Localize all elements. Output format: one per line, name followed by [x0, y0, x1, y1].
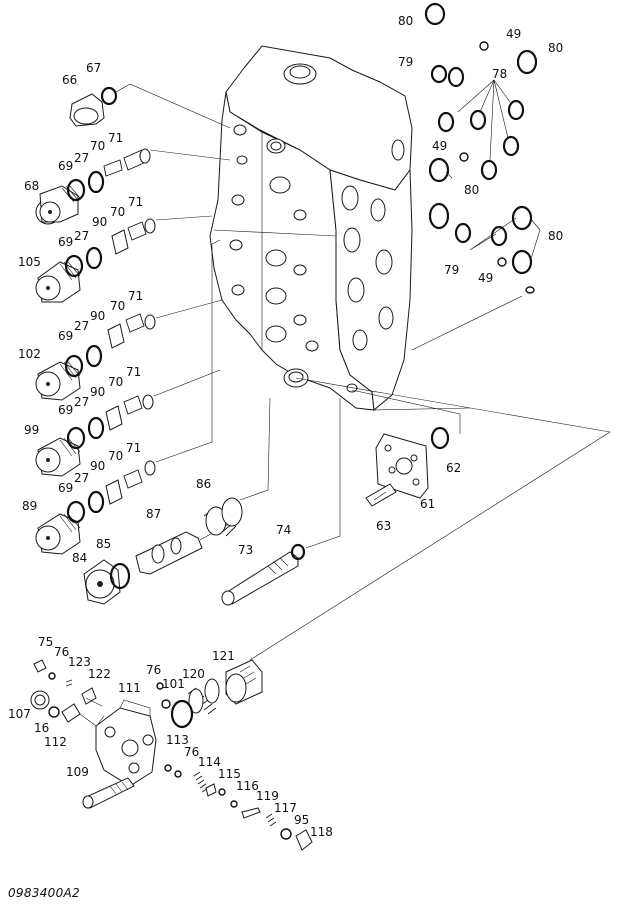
cover-61 [351, 389, 461, 507]
spool-assembly [83, 397, 271, 605]
callout-label: 71 [108, 131, 123, 145]
callout-label: 73 [238, 543, 253, 557]
callout-label: 90 [90, 385, 105, 399]
callout-label: 27 [74, 319, 89, 333]
callout-label: 49 [478, 271, 493, 285]
callout-label: 90 [92, 215, 107, 229]
callout-labels: 80 49 80 79 78 66 67 70 71 69 27 49 68 8… [8, 14, 563, 839]
callout-label: 67 [86, 61, 101, 75]
callout-label: 78 [492, 67, 507, 81]
callout-label: 49 [506, 27, 521, 41]
callout-label: 70 [110, 299, 125, 313]
bolt-73 [221, 398, 341, 606]
pilot-valve-assembly [30, 659, 313, 851]
callout-label: 76 [54, 645, 69, 659]
callout-label: 86 [196, 477, 211, 491]
callout-label: 120 [182, 667, 205, 681]
callout-label: 66 [62, 73, 77, 87]
callout-label: 90 [90, 309, 105, 323]
relief-row-3 [35, 299, 223, 401]
callout-label: 27 [74, 229, 89, 243]
callout-label: 62 [446, 461, 461, 475]
callout-label: 123 [68, 655, 91, 669]
callout-label: 80 [548, 229, 563, 243]
callout-label: 71 [126, 365, 141, 379]
callout-label: 69 [58, 159, 73, 173]
callout-label: 107 [8, 707, 31, 721]
callout-label: 70 [90, 139, 105, 153]
callout-label: 87 [146, 507, 161, 521]
callout-label: 69 [58, 235, 73, 249]
callout-label: 61 [420, 497, 435, 511]
callout-label: 105 [18, 255, 41, 269]
callout-label: 119 [256, 789, 279, 803]
relief-row-2 [35, 215, 213, 303]
callout-label: 115 [218, 767, 241, 781]
callout-label: 84 [72, 551, 87, 565]
callout-label: 121 [212, 649, 235, 663]
callout-label: 112 [44, 735, 67, 749]
callout-label: 89 [22, 499, 37, 513]
callout-label: 95 [294, 813, 309, 827]
callout-label: 114 [198, 755, 221, 769]
callout-label: 68 [24, 179, 39, 193]
callout-label: 71 [128, 289, 143, 303]
callout-label: 71 [126, 441, 141, 455]
callout-label: 118 [310, 825, 333, 839]
callout-label: 76 [146, 663, 161, 677]
callout-label: 63 [376, 519, 391, 533]
callout-label: 27 [74, 395, 89, 409]
callout-label: 102 [18, 347, 41, 361]
callout-label: 49 [432, 139, 447, 153]
callout-label: 74 [276, 523, 291, 537]
leader-lines [249, 295, 611, 661]
callout-label: 75 [38, 635, 53, 649]
callout-label: 76 [184, 745, 199, 759]
relief-row-4 [35, 369, 221, 477]
o-ring-set-top [424, 2, 541, 294]
callout-label: 101 [162, 677, 185, 691]
callout-label: 16 [34, 721, 49, 735]
callout-label: 69 [58, 329, 73, 343]
callout-label: 27 [74, 471, 89, 485]
callout-label: 69 [58, 403, 73, 417]
callout-label: 113 [166, 733, 189, 747]
callout-label: 27 [74, 151, 89, 165]
relief-row-5 [35, 239, 221, 555]
valve-housing [209, 45, 413, 411]
callout-label: 109 [66, 765, 89, 779]
callout-label: 79 [398, 55, 413, 69]
callout-label: 80 [398, 14, 413, 28]
callout-label: 70 [110, 205, 125, 219]
callout-label: 69 [58, 481, 73, 495]
plug-66 [69, 83, 231, 129]
callout-label: 80 [548, 41, 563, 55]
relief-row-1 [35, 148, 231, 225]
callout-label: 117 [274, 801, 297, 815]
callout-label: 85 [96, 537, 111, 551]
callout-label: 90 [90, 459, 105, 473]
callout-label: 111 [118, 681, 141, 695]
callout-label: 70 [108, 449, 123, 463]
drawing-code: 0983400A2 [8, 886, 80, 900]
callout-label: 122 [88, 667, 111, 681]
callout-label: 71 [128, 195, 143, 209]
callout-label: 116 [236, 779, 259, 793]
callout-label: 79 [444, 263, 459, 277]
callout-label: 99 [24, 423, 39, 437]
callout-label: 80 [464, 183, 479, 197]
callout-label: 70 [108, 375, 123, 389]
